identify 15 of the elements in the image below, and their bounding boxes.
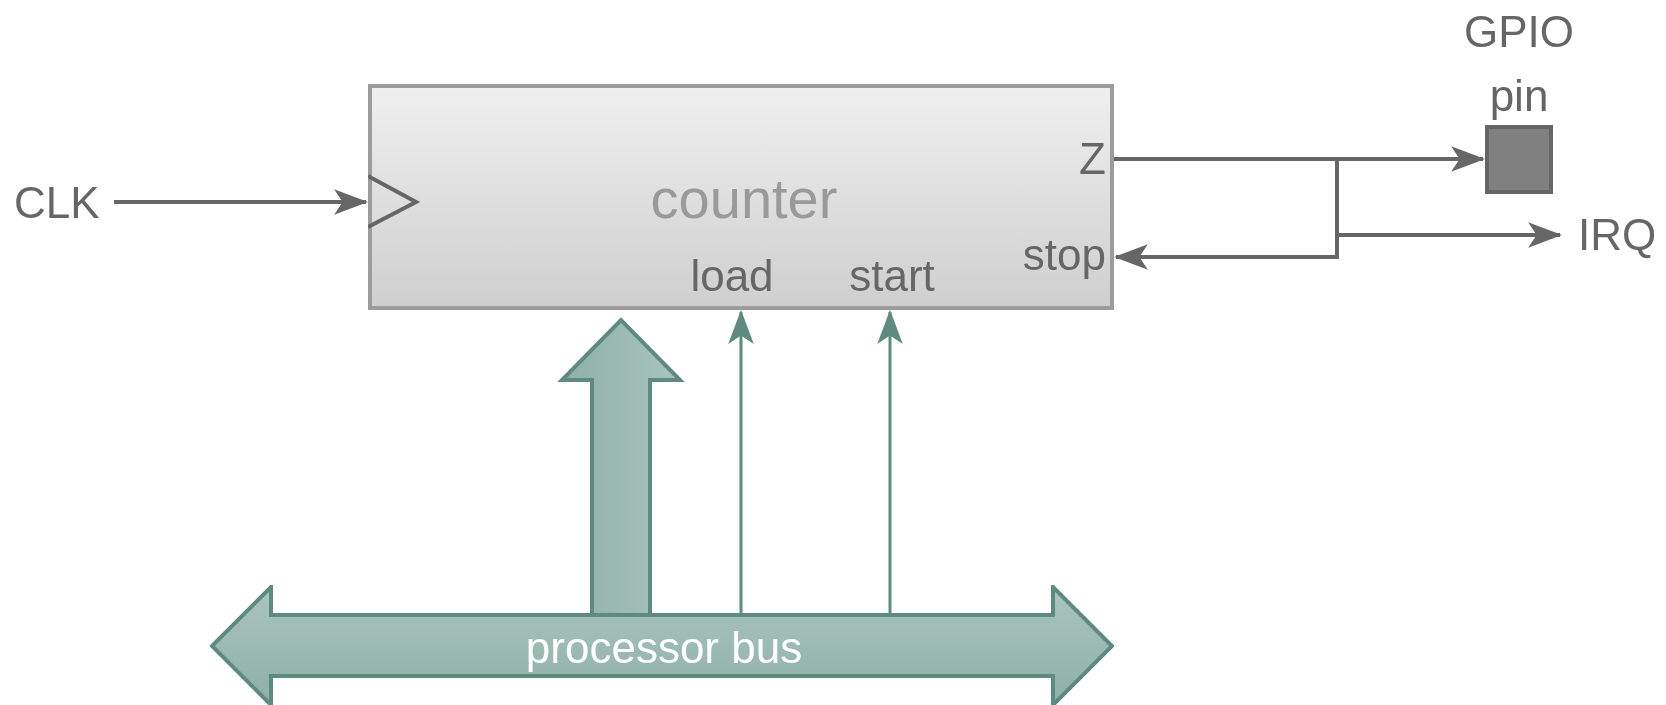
bus-label: processor bus [525,623,803,673]
bus-double-arrow [210,585,1114,705]
counter-block [368,84,1114,310]
port-label: load [690,250,774,302]
signal-label: CLK [14,180,100,226]
arrow [1113,157,1339,270]
signal-label: IRQ [1578,212,1657,258]
port-label: start [849,250,935,302]
arrow [114,189,369,215]
block-title: counter [650,166,838,232]
port-label: stop [1022,229,1106,281]
port-label: Z [1079,133,1106,185]
arrow [728,309,754,615]
arrow [877,309,903,615]
pin-label: GPIO pin [1464,6,1574,122]
